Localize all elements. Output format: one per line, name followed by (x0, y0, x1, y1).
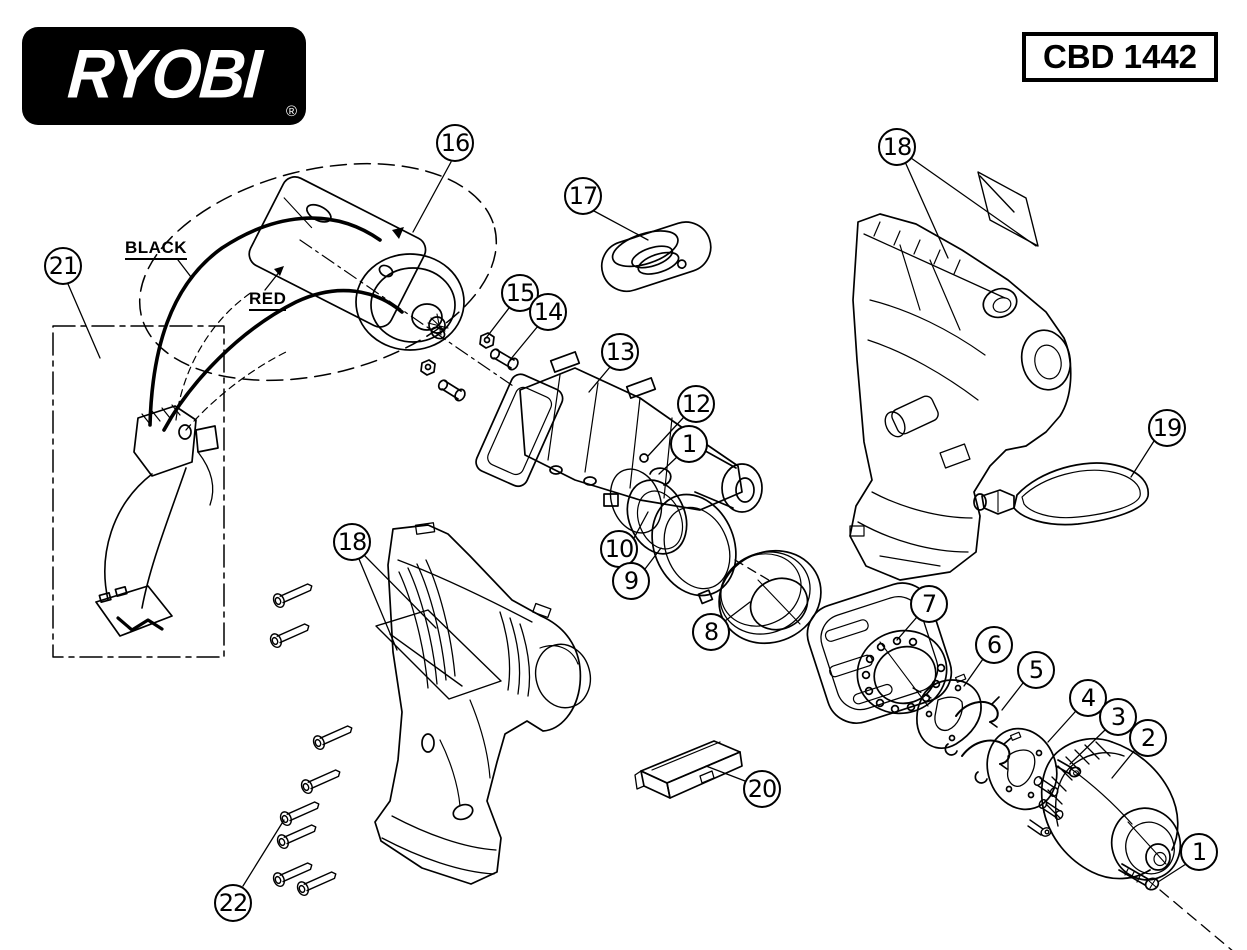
wire-label-red: RED (249, 289, 287, 311)
forward-reverse-button-drawing (600, 221, 712, 293)
chuck-drawing (1040, 737, 1182, 881)
housing-left-drawing (374, 522, 592, 885)
motor-drawing (138, 162, 517, 389)
callout-7-clutch-housing: 7 (910, 585, 948, 623)
gearbox-drawing (420, 332, 763, 513)
model-number-plate: CBD 1442 (1022, 32, 1218, 82)
screw-3-drawing (1055, 759, 1082, 778)
switch-assembly-drawing (52, 325, 225, 658)
belt-clip-drawing (634, 740, 743, 799)
callout-1-chuck-screw: 1 (1180, 833, 1218, 871)
registered-trademark-symbol: ® (285, 103, 297, 120)
callout-12-ball: 12 (677, 385, 715, 423)
callout-6-plate: 6 (975, 626, 1013, 664)
callout-5-spring-clips: 5 (1017, 651, 1055, 689)
callout-20-belt-clip: 20 (743, 770, 781, 808)
screw-1-right-drawing (1118, 863, 1160, 891)
callout-1-clip: 1 (670, 425, 708, 463)
clutch-washer-drawing (986, 727, 1058, 811)
ryobi-logo-text: RYOBI (65, 34, 263, 113)
clutch-plate-drawing (916, 673, 982, 749)
housing-right-drawing (849, 213, 1072, 581)
callout-17-button: 17 (564, 177, 602, 215)
motor-wires (148, 216, 404, 432)
callout-14-pin: 14 (529, 293, 567, 331)
callout-8-ring-gear: 8 (692, 613, 730, 651)
callout-18-housing-left: 18 (333, 523, 371, 561)
label-sticker-left (375, 609, 502, 700)
housing-screws-drawing (269, 583, 353, 897)
wire-label-black: BLACK (125, 238, 187, 260)
lanyard-drawing (973, 462, 1149, 526)
callout-9-ring: 9 (612, 562, 650, 600)
callout-13-gearbox: 13 (601, 333, 639, 371)
callout-3-screw: 3 (1099, 698, 1137, 736)
clutch-rings-drawing (609, 453, 737, 605)
clutch-housing-drawing (806, 582, 953, 724)
callout-2-chuck: 2 (1129, 719, 1167, 757)
leader-lines (67, 157, 1187, 887)
callout-10-washer: 10 (600, 530, 638, 568)
callout-21-switch: 21 (44, 247, 82, 285)
callout-19-lanyard: 19 (1148, 409, 1186, 447)
ryobi-logo: RYOBI ® (22, 27, 306, 125)
callout-16-motor: 16 (436, 124, 474, 162)
label-sticker-right (977, 171, 1039, 247)
callout-18-housing-right: 18 (878, 128, 916, 166)
spring-clips-drawing (944, 696, 1012, 784)
callout-22-screws: 22 (214, 884, 252, 922)
